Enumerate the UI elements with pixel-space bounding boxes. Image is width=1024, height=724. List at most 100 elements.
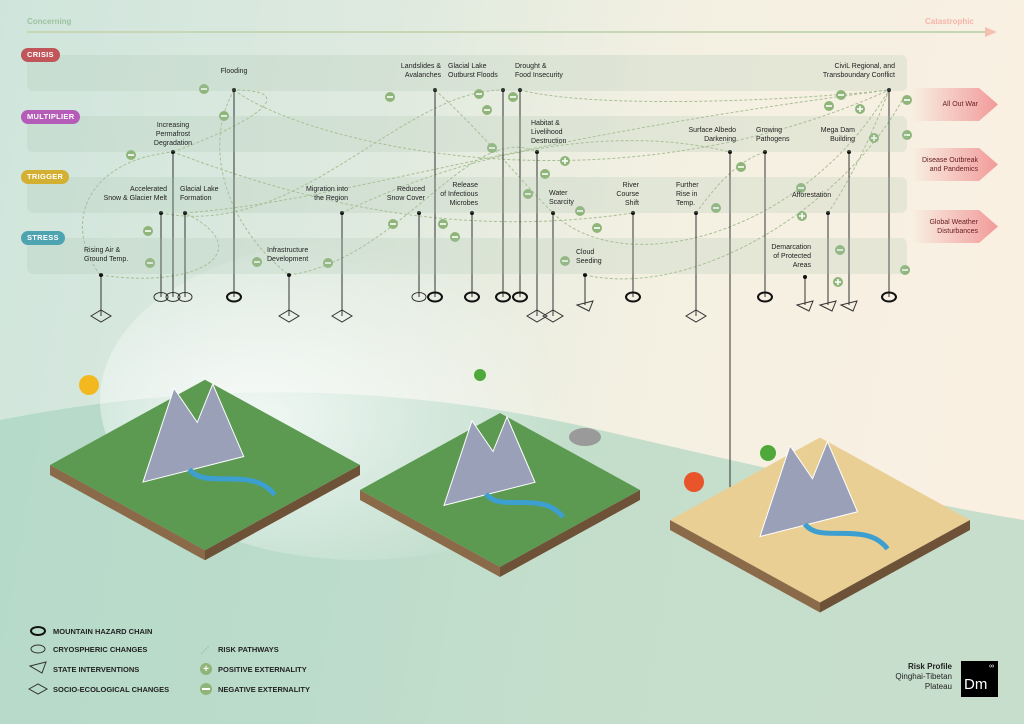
node-label: Infrastructure Development — [267, 247, 309, 263]
risk-node — [464, 211, 480, 303]
node-dot — [171, 150, 175, 154]
hazard-chain-icon — [427, 291, 443, 303]
hazard-chain-icon — [757, 291, 773, 303]
risk-pathway — [184, 89, 890, 214]
negative-externality-icon — [145, 258, 155, 268]
node-dot — [583, 273, 587, 277]
node-dot — [518, 88, 522, 92]
negative-externality-icon — [482, 105, 492, 115]
node-dot — [232, 88, 236, 92]
risk-node — [411, 211, 427, 302]
dm-logo: ∞Dm — [961, 661, 998, 697]
negative-externality-icon — [796, 183, 806, 193]
node-label: River Course Shift — [616, 182, 639, 207]
risk-node — [795, 275, 814, 312]
risk-pathway — [434, 89, 554, 214]
node-label: CiviL Regional, and Transboundary Confli… — [822, 63, 895, 79]
risk-node — [226, 88, 242, 303]
node-dot — [99, 273, 103, 277]
node-label: Demarcation of Protected Areas — [771, 244, 811, 269]
node-dot — [535, 150, 539, 154]
row-badge-trigger: TRIGGER — [21, 170, 70, 184]
negative-externality-icon — [592, 223, 602, 233]
hazard-chain-icon — [30, 626, 46, 636]
node-dot — [887, 88, 891, 92]
river-icon — [483, 492, 565, 519]
socio-ecological-icon — [685, 309, 707, 323]
negative-externality-icon — [385, 92, 395, 102]
node-dot — [728, 150, 732, 154]
negative-externality-icon — [323, 258, 333, 268]
node-label: Flooding — [220, 68, 248, 75]
node-dot — [470, 211, 474, 215]
socio-ecological-icon — [278, 309, 300, 323]
negative-externality-icon — [143, 226, 153, 236]
state-intervention-icon — [28, 661, 47, 674]
terrain-illustrations — [50, 369, 970, 613]
risk-pathway — [584, 94, 906, 280]
cryospheric-icon — [411, 292, 427, 302]
risk-pathway — [519, 89, 890, 103]
node-dot — [763, 150, 767, 154]
node-label: Accelerated Snow & Glacier Melt — [103, 186, 167, 202]
risk-node — [165, 150, 181, 302]
outcome-global-weather: Global Weather Disturbances — [912, 210, 998, 243]
brand-block: Risk Profile Qinghai-Tibetan Plateau — [860, 662, 952, 692]
negative-externality-icon — [836, 90, 846, 100]
node-label: Cloud Seeding — [576, 249, 602, 265]
state-intervention-icon — [818, 300, 837, 312]
scale-catastrophic: Catastrophic — [925, 17, 974, 26]
risk-pathway — [233, 89, 890, 162]
river-icon — [187, 467, 277, 497]
legend-pathways: RISK PATHWAYS — [218, 645, 279, 654]
negative-externality-icon — [487, 143, 497, 153]
row-badge-crisis: CRISIS — [21, 48, 60, 62]
risk-node — [881, 88, 897, 303]
negative-externality-icon — [252, 257, 262, 267]
negative-externality-icon — [900, 265, 910, 275]
state-intervention-icon — [839, 300, 858, 312]
hazard-chain-icon — [881, 291, 897, 303]
scale-concerning: Concerning — [27, 17, 72, 26]
sun-icon — [79, 375, 99, 395]
node-dot — [847, 150, 851, 154]
node-dot — [551, 211, 555, 215]
outcome-disease-outbreak: Disease Outbreak and Pandemics — [912, 148, 998, 181]
node-label: Glacial Lake Outburst Floods — [448, 63, 498, 79]
state-intervention-icon — [575, 300, 594, 312]
terrain-block-3 — [670, 437, 970, 613]
node-dot — [631, 211, 635, 215]
node-label: Landslides & Avalanches — [400, 63, 441, 79]
externality-markers — [126, 84, 912, 287]
node-dot — [826, 211, 830, 215]
risk-node — [818, 211, 837, 312]
legend-socio: SOCIO-ECOLOGICAL CHANGES — [53, 685, 170, 694]
risk-pathway — [160, 89, 504, 217]
risk-node — [542, 211, 564, 323]
negative-externality-icon — [711, 203, 721, 213]
node-dot — [694, 211, 698, 215]
node-dot — [433, 88, 437, 92]
risk-pathway — [827, 89, 890, 214]
negative-externality-icon — [902, 95, 912, 105]
negative-externality-icon — [824, 101, 834, 111]
negative-externality-icon — [540, 169, 550, 179]
positive-externality-icon — [797, 211, 807, 221]
terrain-block-2 — [360, 413, 640, 577]
risk-node — [153, 211, 169, 302]
risk-node — [728, 150, 732, 520]
socio-ecological-icon — [28, 683, 49, 695]
row-badge-multiplier: MULTIPLIER — [21, 110, 81, 124]
cryospheric-icon — [165, 292, 181, 302]
risk-node — [526, 150, 548, 323]
node-dot — [340, 211, 344, 215]
node-dot — [501, 88, 505, 92]
risk-pathway-icon — [200, 645, 210, 655]
risk-pathways — [82, 89, 906, 280]
node-dot — [159, 211, 163, 215]
socio-ecological-icon — [526, 309, 548, 323]
brand-title: Risk Profile — [907, 662, 952, 671]
node-label: Migration into the Region — [305, 186, 348, 202]
node-dot — [417, 211, 421, 215]
legend-hazard: MOUNTAIN HAZARD CHAIN — [53, 627, 153, 636]
